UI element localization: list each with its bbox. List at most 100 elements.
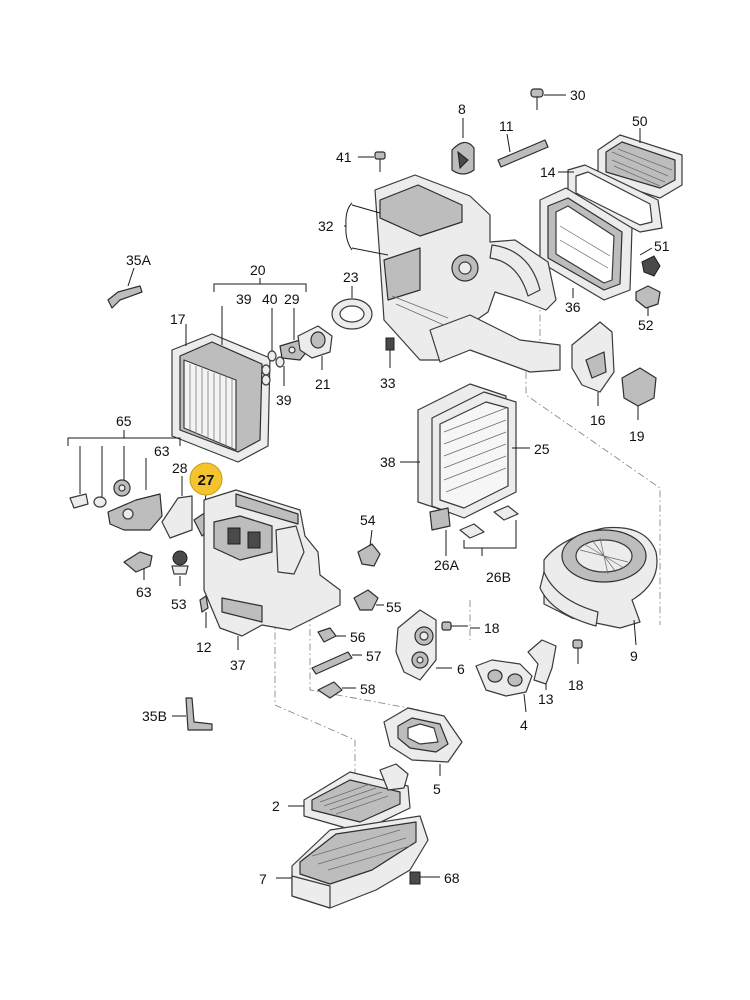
clip-68 — [409, 871, 421, 885]
callout-65: 65 — [116, 413, 132, 429]
callout-63-bottom: 63 — [136, 584, 152, 600]
callout-56: 56 — [350, 629, 366, 645]
callout-33: 33 — [380, 375, 396, 391]
sensor-35A — [107, 285, 143, 309]
ring-seal-23 — [331, 298, 373, 330]
frame-36 — [539, 187, 633, 301]
callout-39-bottom: 39 — [276, 392, 292, 408]
callout-8: 8 — [458, 101, 466, 117]
callout-50: 50 — [632, 113, 648, 129]
callout-63-top: 63 — [154, 443, 170, 459]
plug-65b — [93, 496, 107, 508]
bracket-11 — [497, 139, 549, 168]
screw-18-upper — [441, 621, 468, 631]
callout-19: 19 — [629, 428, 645, 444]
screw-30 — [530, 88, 544, 110]
callout-17: 17 — [170, 311, 186, 327]
upper-housing-32 — [374, 174, 561, 373]
servo-motor-6 — [395, 609, 437, 681]
callout-7: 7 — [259, 871, 267, 887]
module-19 — [621, 367, 657, 407]
callout-12: 12 — [196, 639, 212, 655]
clip-26A — [429, 507, 451, 531]
callout-55: 55 — [386, 599, 402, 615]
callout-6: 6 — [457, 661, 465, 677]
grille-50 — [597, 134, 683, 199]
callout-30: 30 — [570, 87, 586, 103]
callout-68: 68 — [444, 870, 460, 886]
evaporator-17 — [171, 333, 271, 463]
blower-9 — [539, 526, 658, 629]
callout-52: 52 — [638, 317, 654, 333]
callout-51: 51 — [654, 238, 670, 254]
callout-26B: 26B — [486, 569, 511, 585]
callout-25: 25 — [534, 441, 550, 457]
lower-housing-7 — [291, 815, 429, 909]
servo-motor-63 — [107, 493, 163, 531]
highlight-badge — [189, 462, 223, 496]
callout-13: 13 — [538, 691, 554, 707]
callout-29: 29 — [284, 291, 300, 307]
flange-4 — [475, 659, 533, 697]
callout-35B: 35B — [142, 708, 167, 724]
screw-18-lower — [572, 639, 583, 664]
screw-41 — [374, 151, 386, 172]
callout-38: 38 — [380, 454, 396, 470]
actuator-55 — [353, 589, 379, 611]
callout-37: 37 — [230, 657, 246, 673]
gasket-5 — [383, 707, 463, 763]
sensor-35B — [185, 697, 213, 731]
expansion-valve-21 — [297, 325, 333, 359]
callout-14: 14 — [540, 164, 556, 180]
clip-33 — [385, 337, 395, 351]
plug-65a — [69, 493, 89, 509]
clip-51 — [641, 255, 661, 277]
callout-27-highlight: 27 — [189, 462, 223, 496]
seal-14 — [567, 164, 663, 233]
callout-26A: 26A — [434, 557, 460, 573]
clip-12 — [199, 595, 209, 613]
callout-53: 53 — [171, 596, 187, 612]
rod-57 — [311, 651, 353, 675]
callout-40: 40 — [262, 291, 278, 307]
clip-58 — [317, 681, 343, 699]
callout-35A: 35A — [126, 252, 152, 268]
callout-58: 58 — [360, 681, 376, 697]
callout-2: 2 — [272, 798, 280, 814]
callout-5: 5 — [433, 781, 441, 797]
callout-16: 16 — [590, 412, 606, 428]
damper-8 — [451, 141, 475, 175]
callout-23: 23 — [343, 269, 359, 285]
lever-63 — [123, 551, 153, 573]
heat-exchanger-2 — [303, 763, 411, 833]
o-rings-39 — [261, 364, 271, 386]
callout-21: 21 — [315, 376, 331, 392]
callout-9: 9 — [630, 648, 638, 664]
callout-20: 20 — [250, 262, 266, 278]
clips-26B — [459, 505, 519, 539]
pin-56 — [317, 627, 337, 643]
hose-13 — [527, 639, 557, 685]
bracket-28 — [161, 495, 193, 539]
callout-4: 4 — [520, 717, 528, 733]
callout-32: 32 — [318, 218, 334, 234]
o-rings-40 — [267, 350, 285, 368]
clip-52 — [635, 285, 661, 309]
callout-57: 57 — [366, 648, 382, 664]
callout-39-top: 39 — [236, 291, 252, 307]
heater-housing-37 — [203, 489, 341, 637]
callout-27: 27 — [198, 472, 215, 489]
callout-11: 11 — [499, 118, 514, 134]
callout-28: 28 — [172, 460, 188, 476]
filter-25 — [431, 391, 517, 519]
actuator-54 — [357, 529, 381, 567]
duct-16 — [571, 321, 615, 393]
callout-41: 41 — [336, 149, 352, 165]
callout-18-upper: 18 — [484, 620, 500, 636]
callout-36: 36 — [565, 299, 581, 315]
callout-54: 54 — [360, 512, 376, 528]
gear-65c — [113, 479, 131, 497]
gear-53 — [171, 550, 189, 575]
callout-18-lower: 18 — [568, 677, 584, 693]
